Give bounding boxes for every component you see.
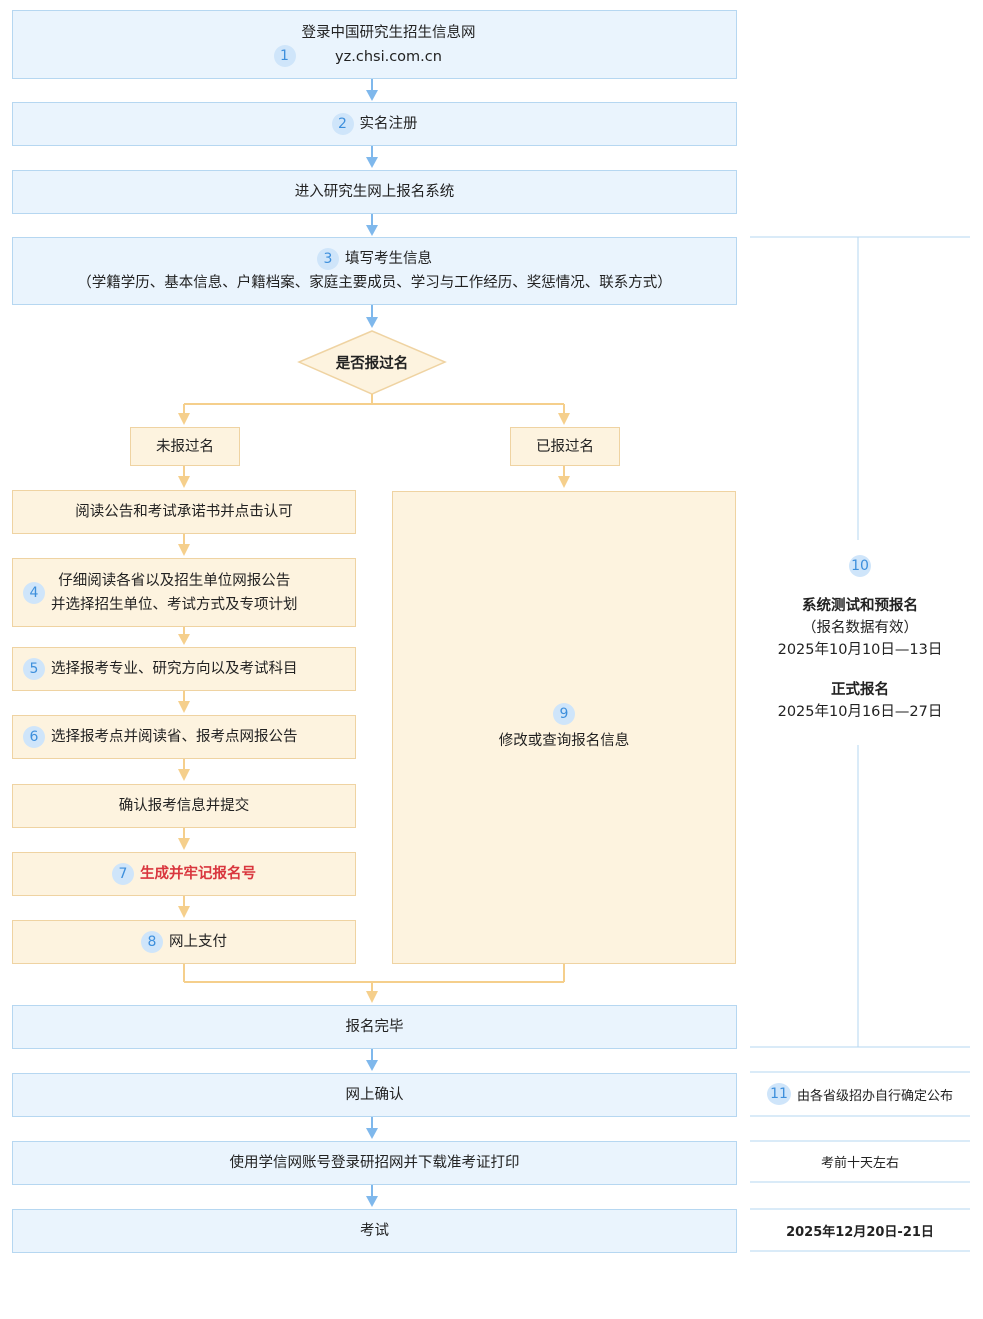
step-number-badge: 6 [23,726,45,748]
complete-box: 报名完毕 [12,1005,737,1049]
step-1-url: yz.chsi.com.cn [335,48,442,65]
step-4-box: 4 仔细阅读各省以及招生单位网报公告 并选择招生单位、考试方式及专项计划 [12,558,356,627]
download-box: 使用学信网账号登录研招网并下载准考证打印 [12,1141,737,1185]
step-number-badge: 1 [273,44,296,67]
exam-box: 考试 [12,1209,737,1253]
step-2-label: 实名注册 [359,116,418,132]
decision-label: 是否报过名 [335,355,409,372]
step-8-box: 8 网上支付 [12,920,356,964]
step-5-box: 5 选择报考专业、研究方向以及考试科目 [12,647,356,691]
step-number-badge: 7 [112,863,134,885]
step-1-title: 登录中国研究生招生信息网 [301,24,476,41]
step-8-label: 网上支付 [169,934,227,950]
exam-dates-cell: 2025年12月20日-21日 [750,1209,970,1251]
exam-label: 考试 [360,1223,389,1239]
step-9-label: 修改或查询报名信息 [498,732,630,749]
confirm-note: 由各省级招办自行确定公布 [796,1088,953,1104]
step-number-badge: 8 [141,931,163,953]
online-confirm-label: 网上确认 [345,1087,404,1103]
step-7-label: 生成并牢记报名号 [140,866,256,882]
step-1-box: 1 登录中国研究生招生信息网 yz.chsi.com.cn [12,10,737,79]
step-3-title: 填写考生信息 [345,251,432,267]
step-number-badge: 10 [849,555,871,577]
download-label: 使用学信网账号登录研招网并下载准考证打印 [229,1155,520,1171]
formal-registration-dates: 2025年10月16日—27日 [777,704,943,720]
not-registered-label: 未报过名 [156,438,214,455]
confirm-note-cell: 11 由各省级招办自行确定公布 [750,1072,970,1116]
step-number-badge: 2 [331,113,354,135]
pre-registration-dates: 2025年10月10日—13日 [777,642,943,658]
online-confirm-box: 网上确认 [12,1073,737,1117]
download-note: 考前十天左右 [820,1156,899,1171]
pre-registration-note: （报名数据有效） [802,620,918,636]
registered-label: 已报过名 [536,438,594,455]
read-notice-box: 阅读公告和考试承诺书并点击认可 [12,490,356,534]
step-9-box: 9 修改或查询报名信息 [392,491,736,964]
step-4-line1: 仔细阅读各省以及招生单位网报公告 [58,572,291,589]
step-2-box: 2 实名注册 [12,102,737,146]
pre-registration-title: 系统测试和预报名 [802,598,918,614]
confirm-submit-label: 确认报考信息并提交 [118,798,250,814]
step-5-label: 选择报考专业、研究方向以及考试科目 [51,661,298,677]
formal-registration-title: 正式报名 [831,682,889,698]
complete-label: 报名完毕 [345,1019,404,1035]
step-number-badge: 11 [766,1083,791,1105]
exam-dates: 2025年12月20日-21日 [786,1224,934,1240]
registration-period-block: 10 系统测试和预报名 （报名数据有效） 2025年10月10日—13日 正式报… [750,555,970,723]
step-6-box: 6 选择报考点并阅读省、报考点网报公告 [12,715,356,759]
not-registered-box: 未报过名 [130,427,240,466]
step-6-label: 选择报考点并阅读省、报考点网报公告 [51,729,298,745]
step-number-badge: 5 [23,658,45,680]
enter-system-label: 进入研究生网上报名系统 [294,184,455,200]
download-note-cell: 考前十天左右 [750,1141,970,1182]
step-7-box: 7 生成并牢记报名号 [12,852,356,896]
step-3-detail: （学籍学历、基本信息、户籍档案、家庭主要成员、学习与工作经历、奖惩情况、联系方式… [77,275,672,291]
step-number-badge: 3 [317,248,339,270]
registered-box: 已报过名 [510,427,620,466]
enter-system-box: 进入研究生网上报名系统 [12,170,737,214]
step-number-badge: 4 [23,581,45,604]
step-3-box: 3 填写考生信息 （学籍学历、基本信息、户籍档案、家庭主要成员、学习与工作经历、… [12,237,737,305]
step-4-line2: 并选择招生单位、考试方式及专项计划 [51,596,298,613]
confirm-submit-box: 确认报考信息并提交 [12,784,356,828]
read-notice-label: 阅读公告和考试承诺书并点击认可 [75,504,293,520]
step-number-badge: 9 [553,702,575,725]
